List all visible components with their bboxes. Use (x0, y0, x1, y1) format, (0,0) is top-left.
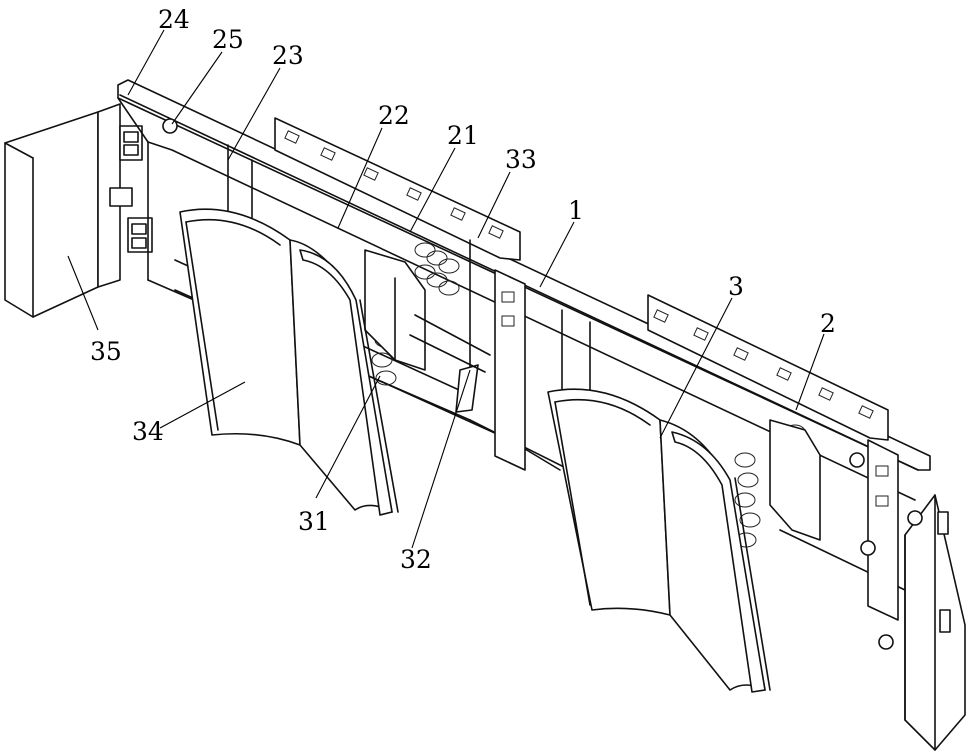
label-1: 1 (568, 196, 584, 225)
label-22: 22 (378, 101, 410, 130)
label-2: 2 (820, 309, 836, 338)
label-33: 33 (505, 145, 537, 174)
left-back-plate (275, 118, 520, 260)
label-25: 25 (212, 25, 244, 54)
label-34: 34 (132, 417, 164, 446)
left-end-plate (5, 104, 120, 317)
right-end-plate (905, 495, 965, 750)
middle-post (495, 270, 525, 470)
right-post (868, 440, 898, 620)
label-32: 32 (400, 545, 432, 574)
label-21: 21 (447, 121, 479, 150)
right-back-plate (648, 295, 888, 440)
label-23: 23 (272, 41, 304, 70)
right-shoe (548, 389, 770, 692)
right-guide-block (770, 420, 820, 540)
label-35: 35 (90, 337, 122, 366)
label-3: 3 (728, 272, 744, 301)
label-31: 31 (298, 507, 330, 536)
label-24: 24 (158, 5, 190, 34)
left-guide-block (365, 250, 425, 370)
